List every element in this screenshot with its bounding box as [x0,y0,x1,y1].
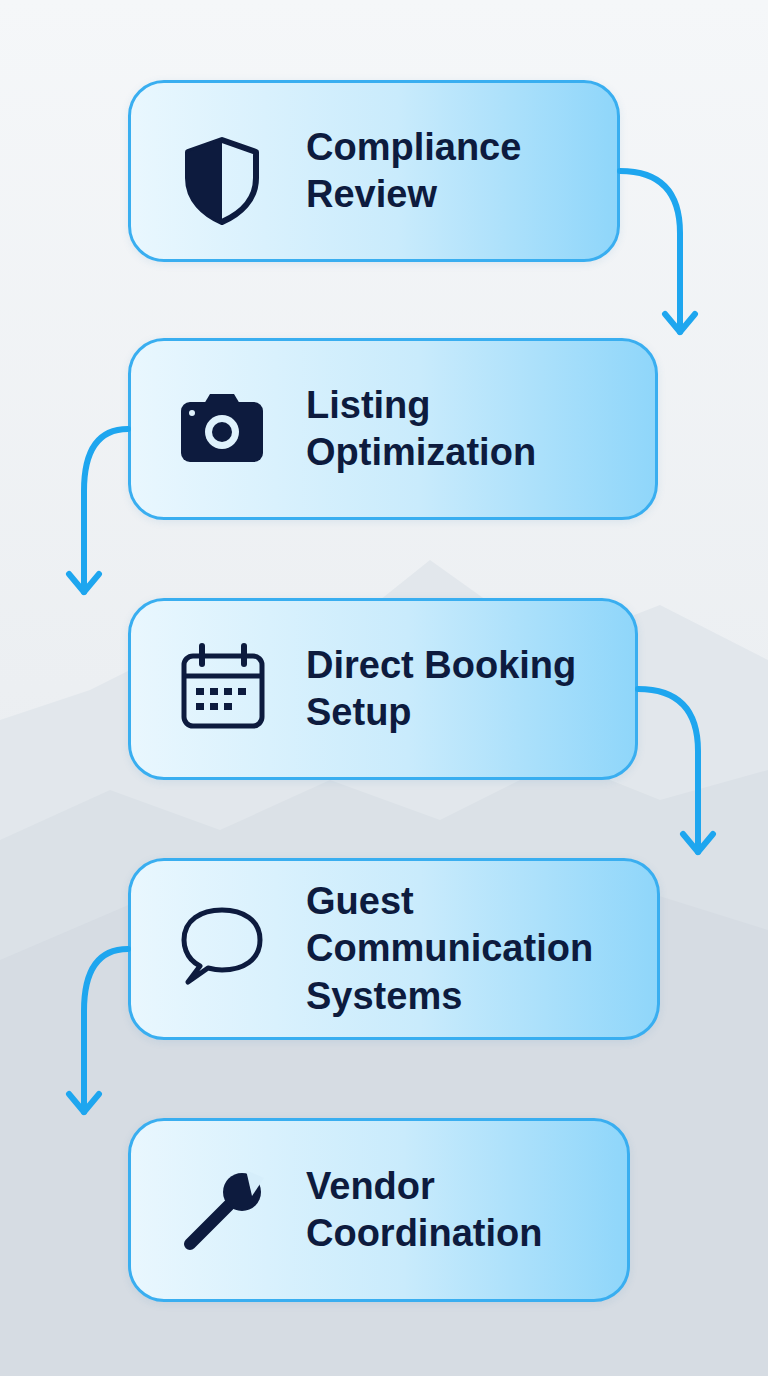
mountain-range [0,760,768,1376]
arrow-line [84,429,128,592]
flow-arrow [69,429,128,592]
process-box: Guest Communication Systems [128,858,660,1040]
arrow-head [665,314,695,332]
arrow-line [620,171,680,332]
box-label: Guest Communication Systems [306,861,606,1037]
arrow-line [84,949,128,1112]
arrow-head [69,1094,99,1112]
mountain-range [0,560,768,1376]
arrow-line [638,689,698,852]
process-box: Listing Optimization [128,338,658,520]
arrow-head [69,574,99,592]
flow-arrow [69,949,128,1112]
flow-arrow [638,689,713,852]
process-box: Compliance Review [128,80,620,262]
box-label: Listing Optimization [306,341,606,517]
box-label: Direct Booking Setup [306,601,606,777]
arrow-head [683,834,713,852]
flow-arrow [620,171,695,332]
process-box: Vendor Coordination [128,1118,630,1302]
box-label: Compliance Review [306,83,606,259]
box-label: Vendor Coordination [306,1121,606,1299]
process-box: Direct Booking Setup [128,598,638,780]
